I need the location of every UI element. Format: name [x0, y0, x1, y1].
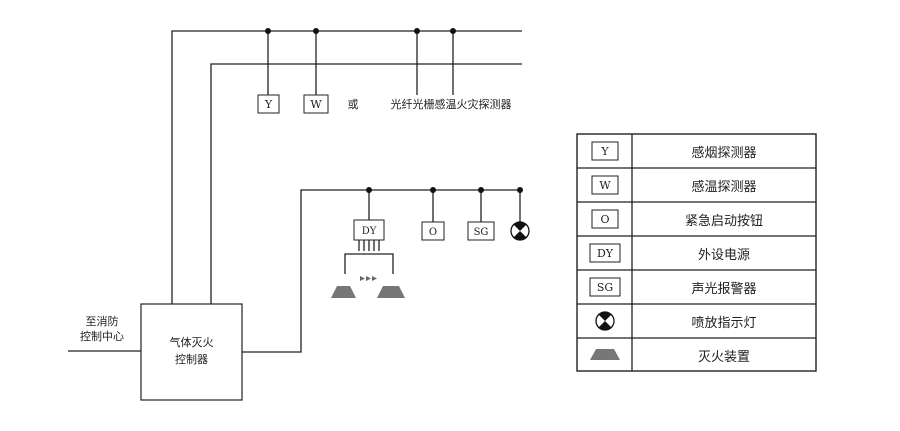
legend-label: 紧急启动按钮: [685, 214, 763, 229]
legend-row-alarm: SG 声光报警器: [589, 277, 757, 297]
svg-text:DY: DY: [362, 226, 377, 237]
spray-arrows-icon: [360, 276, 377, 281]
extinguishing-device-icon: [331, 286, 356, 298]
legend-row-extinguishing-device: 灭火装置: [590, 349, 750, 365]
gas-extinguishing-controller: 气体灭火 控制器: [140, 303, 243, 401]
fire-control-center-label: 至消防 控制中心: [80, 314, 124, 343]
legend-label: 感温探测器: [691, 179, 756, 195]
legend: Y 感烟探测器 W 感温探测器 O 紧急启动按钮 DY 外设电源 SG 声光报警…: [576, 133, 817, 372]
center-label-line2: 控制中心: [80, 329, 124, 343]
center-label-line1: 至消防: [86, 314, 119, 328]
controller-label-line1: 气体灭火: [170, 335, 214, 349]
discharge-lamp-icon: [510, 221, 530, 241]
alarm-symbol: SG: [467, 221, 495, 241]
svg-text:W: W: [310, 98, 322, 111]
legend-row-external-power: DY 外设电源: [589, 243, 750, 263]
legend-row-heat-detector: W 感温探测器: [591, 175, 757, 195]
emergency-button-symbol: O: [421, 221, 445, 241]
legend-row-emergency-button: O 紧急启动按钮: [591, 209, 763, 229]
legend-label: 喷放指示灯: [691, 316, 756, 331]
legend-row-smoke-detector: Y 感烟探测器: [591, 141, 757, 161]
fiber-grating-detector-label: 光纤光栅感温火灾探测器: [391, 97, 512, 111]
or-text: 或: [348, 98, 359, 111]
svg-text:W: W: [599, 179, 611, 192]
junction-dots: [265, 28, 523, 193]
legend-row-discharge-lamp: 喷放指示灯: [595, 311, 757, 331]
svg-text:Y: Y: [600, 145, 609, 158]
external-power-symbol: DY: [353, 219, 385, 241]
extinguishing-device-icon: [377, 286, 405, 298]
extinguishing-device-icon: [590, 349, 620, 360]
svg-text:SG: SG: [474, 227, 489, 238]
svg-text:O: O: [429, 227, 437, 238]
discharge-lamp-icon: [595, 311, 615, 331]
smoke-detector-symbol: Y: [257, 94, 280, 114]
svg-text:SG: SG: [597, 281, 613, 294]
legend-label: 声光报警器: [691, 281, 756, 297]
wiring: [68, 30, 522, 353]
legend-label: 灭火装置: [698, 350, 750, 365]
legend-label: 感烟探测器: [691, 145, 756, 161]
svg-text:O: O: [600, 213, 609, 226]
svg-text:Y: Y: [264, 98, 273, 111]
svg-text:DY: DY: [597, 247, 614, 260]
heat-detector-symbol: W: [303, 94, 329, 114]
legend-label: 外设电源: [698, 248, 750, 263]
controller-label-line2: 控制器: [175, 352, 208, 366]
